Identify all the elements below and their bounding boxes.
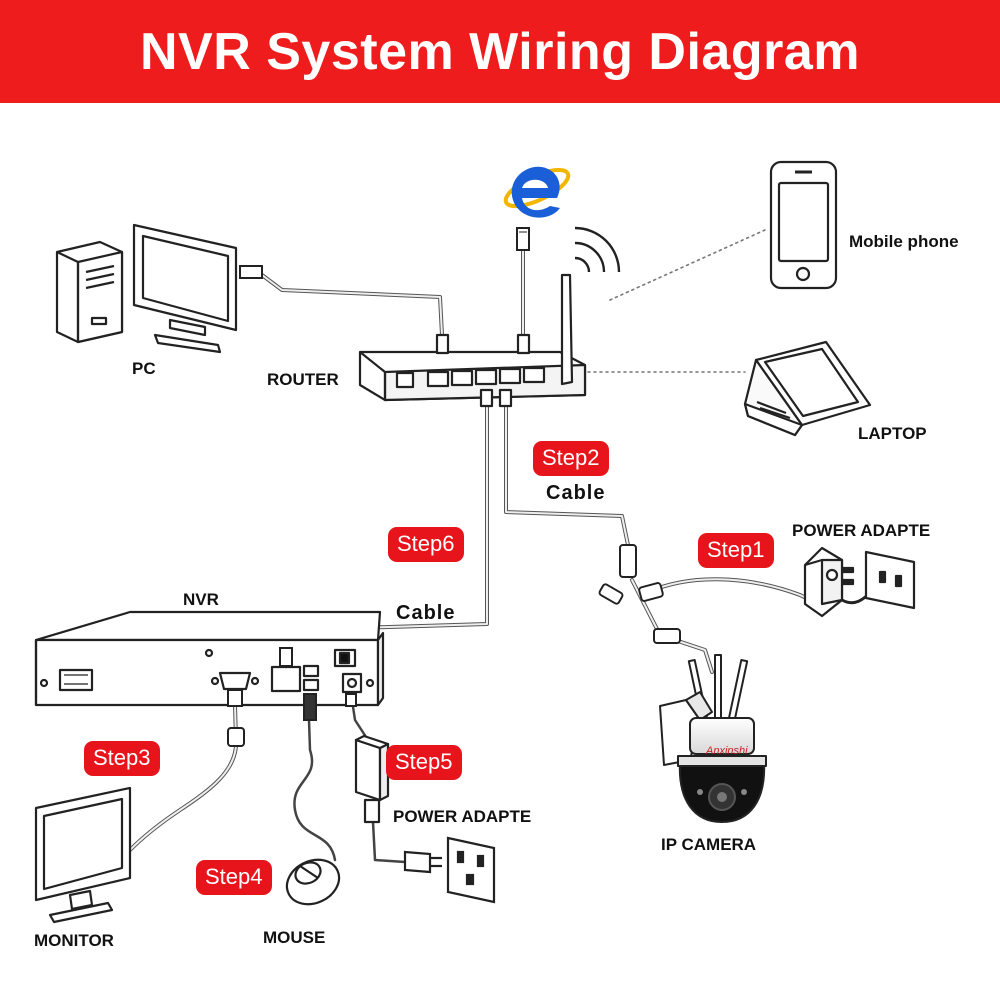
cable-pc-router [260,273,444,337]
title-banner: NVR System Wiring Diagram [0,0,1000,103]
diagram-title: NVR System Wiring Diagram [140,22,860,81]
ip-camera-icon: Anxinshi [659,654,767,823]
nvr-label: NVR [183,590,219,609]
step6-badge: Step6 [388,527,464,562]
router-label: ROUTER [267,370,339,389]
monitor-icon [34,786,132,924]
pc-icon [55,223,238,354]
laptop-icon [743,340,872,437]
step1-badge: Step1 [698,533,774,568]
mobile-phone-icon [769,160,838,290]
mouse-icon [285,858,341,906]
vga-plug-monitor [227,727,245,747]
cable-nvr-mouse [293,718,337,862]
laptop-label: LAPTOP [858,424,927,443]
nvr-power-adapter-icon [354,734,390,824]
wifi-signal-icon [574,226,621,273]
monitor-label: MONITOR [34,931,114,950]
nvr-wall-socket-icon [403,836,496,904]
rj45-connector-internet [516,227,530,251]
nvr-plugs [227,647,357,721]
cable-label-router-camera: Cable [546,482,606,504]
camera-brand-label: Anxinshi [705,745,748,757]
ip-camera-label: IP CAMERA [661,835,757,854]
internet-explorer-icon [503,166,571,218]
wireless-link-phone [609,229,766,301]
step3-badge: Step3 [84,741,160,776]
camera-power-adapter-icon [803,546,916,618]
camera-power-adapter-label: POWER ADAPTE [792,521,931,540]
router-icon [358,273,587,408]
mobile-phone-label: Mobile phone [849,232,959,251]
step4-badge: Step4 [196,860,272,895]
cable-label-router-nvr: Cable [396,602,456,624]
mouse-label: MOUSE [263,928,326,947]
rj45-connector-pc [239,265,263,279]
step5-badge: Step5 [386,745,462,780]
nvr-icon [34,610,385,707]
step2-badge: Step2 [533,441,609,476]
nvr-power-adapter-label: POWER ADAPTE [393,807,532,826]
camera-pigtail-icon [598,544,681,644]
pc-label: PC [132,359,156,378]
